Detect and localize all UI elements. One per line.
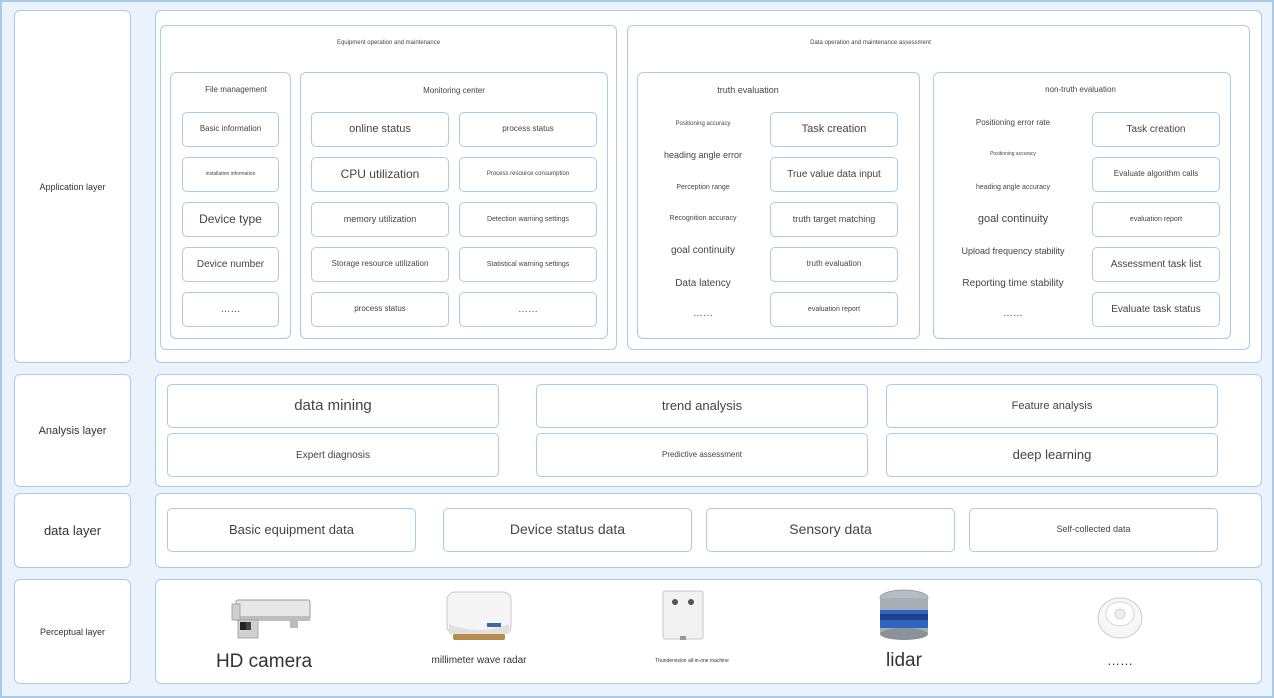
analysis-deep-learning: deep learning (886, 433, 1218, 477)
analysis-expert-diagnosis: Expert diagnosis (167, 433, 499, 477)
non-truth-metric-goal-continuity: goal continuity (977, 213, 1049, 225)
data-sensory: Sensory data (706, 508, 955, 552)
detector-icon (1097, 597, 1143, 639)
more-devices-label: …… (1107, 653, 1133, 668)
data-device-status: Device status data (443, 508, 692, 552)
monitor-process-resource: Process resource consumption (459, 157, 597, 192)
hd-camera-icon (231, 599, 311, 639)
truth-value-data-input: True value data input (770, 157, 898, 192)
monitor-cpu-utilization: CPU utilization (311, 157, 449, 192)
data-layer-text: data layer (43, 523, 102, 538)
truth-target-matching: truth target matching (770, 202, 898, 237)
lidar-label: lidar (886, 650, 922, 671)
non-truth-metric-reporting-time: Reporting time stability (962, 278, 1064, 289)
file-item-basic-info: Basic information (182, 112, 279, 147)
truth-task-creation: Task creation (770, 112, 898, 147)
non-truth-evaluate-task-status: Evaluate task status (1092, 292, 1220, 327)
truth-metric-recognition-accuracy: Recognition accuracy (669, 215, 737, 222)
monitor-memory-utilization: memory utilization (311, 202, 449, 237)
equipment-ops-title: Equipment operation and maintenance (336, 40, 441, 46)
truth-evaluation-title: truth evaluation (717, 85, 779, 95)
non-truth-evaluate-algorithm-calls: Evaluate algorithm calls (1092, 157, 1220, 192)
truth-metric-heading-angle-error: heading angle error (663, 150, 743, 160)
data-basic-equipment: Basic equipment data (167, 508, 416, 552)
monitor-more: …… (459, 292, 597, 327)
analysis-predictive-assessment: Predictive assessment (536, 433, 868, 477)
monitor-statistical-warning: Statistical warning settings (459, 247, 597, 282)
data-ops-title: Data operation and maintenance assessmen… (810, 40, 931, 46)
non-truth-evaluation-report: evaluation report (1092, 202, 1220, 237)
monitor-storage-utilization: Storage resource utilization (311, 247, 449, 282)
analysis-feature-analysis: Feature analysis (886, 384, 1218, 428)
monitor-process-status-left: process status (311, 292, 449, 327)
monitor-detection-warning: Detection warning settings (459, 202, 597, 237)
file-item-device-number: Device number (182, 247, 279, 282)
analysis-layer-text: Analysis layer (38, 424, 107, 437)
analysis-trend-analysis: trend analysis (536, 384, 868, 428)
monitor-process-status-right: process status (459, 112, 597, 147)
file-item-installation-info: installation information (182, 157, 279, 192)
analysis-data-mining: data mining (167, 384, 499, 428)
truth-metric-more: …… (693, 308, 713, 319)
application-layer-text: Application layer (39, 181, 106, 192)
radar-label: millimeter wave radar (431, 655, 527, 666)
truth-evaluation-item: truth evaluation (770, 247, 898, 282)
file-item-more: …… (182, 292, 279, 327)
thundervision-label: Thundervision all-in-one machine (655, 658, 729, 664)
truth-metric-positioning-accuracy: Positioning accuracy (675, 121, 731, 127)
non-truth-assessment-task-list: Assessment task list (1092, 247, 1220, 282)
perceptual-layer-panel (155, 579, 1262, 684)
file-item-device-type: Device type (182, 202, 279, 237)
non-truth-task-creation: Task creation (1092, 112, 1220, 147)
perceptual-layer-text: Perceptual layer (39, 626, 106, 637)
non-truth-metric-positioning-accuracy: Positioning accuracy (990, 151, 1036, 157)
non-truth-metric-upload-frequency: Upload frequency stability (961, 246, 1065, 256)
non-truth-metric-more: …… (1003, 308, 1023, 319)
radar-icon (446, 591, 512, 640)
analysis-layer-label: Analysis layer (14, 374, 131, 487)
perceptual-layer-label: Perceptual layer (14, 579, 131, 684)
data-self-collected: Self-collected data (969, 508, 1218, 552)
data-layer-label: data layer (14, 493, 131, 568)
truth-metric-goal-continuity: goal continuity (671, 245, 735, 256)
lidar-icon (879, 589, 929, 640)
file-management-title: File management (205, 85, 267, 94)
non-truth-metric-heading-angle-accuracy: heading angle accuracy (976, 184, 1050, 191)
truth-metric-data-latency: Data latency (675, 278, 731, 289)
truth-evaluation-report: evaluation report (770, 292, 898, 327)
hd-camera-label: HD camera (215, 651, 313, 672)
monitor-online-status: online status (311, 112, 449, 147)
thundervision-icon (662, 590, 704, 640)
non-truth-metric-positioning-error-rate: Positioning error rate (975, 118, 1051, 127)
truth-metric-perception-range: Perception range (676, 184, 730, 191)
non-truth-evaluation-title: non-truth evaluation (1045, 85, 1116, 94)
application-layer-label: Application layer (14, 10, 131, 363)
monitoring-center-title: Monitoring center (423, 86, 485, 95)
